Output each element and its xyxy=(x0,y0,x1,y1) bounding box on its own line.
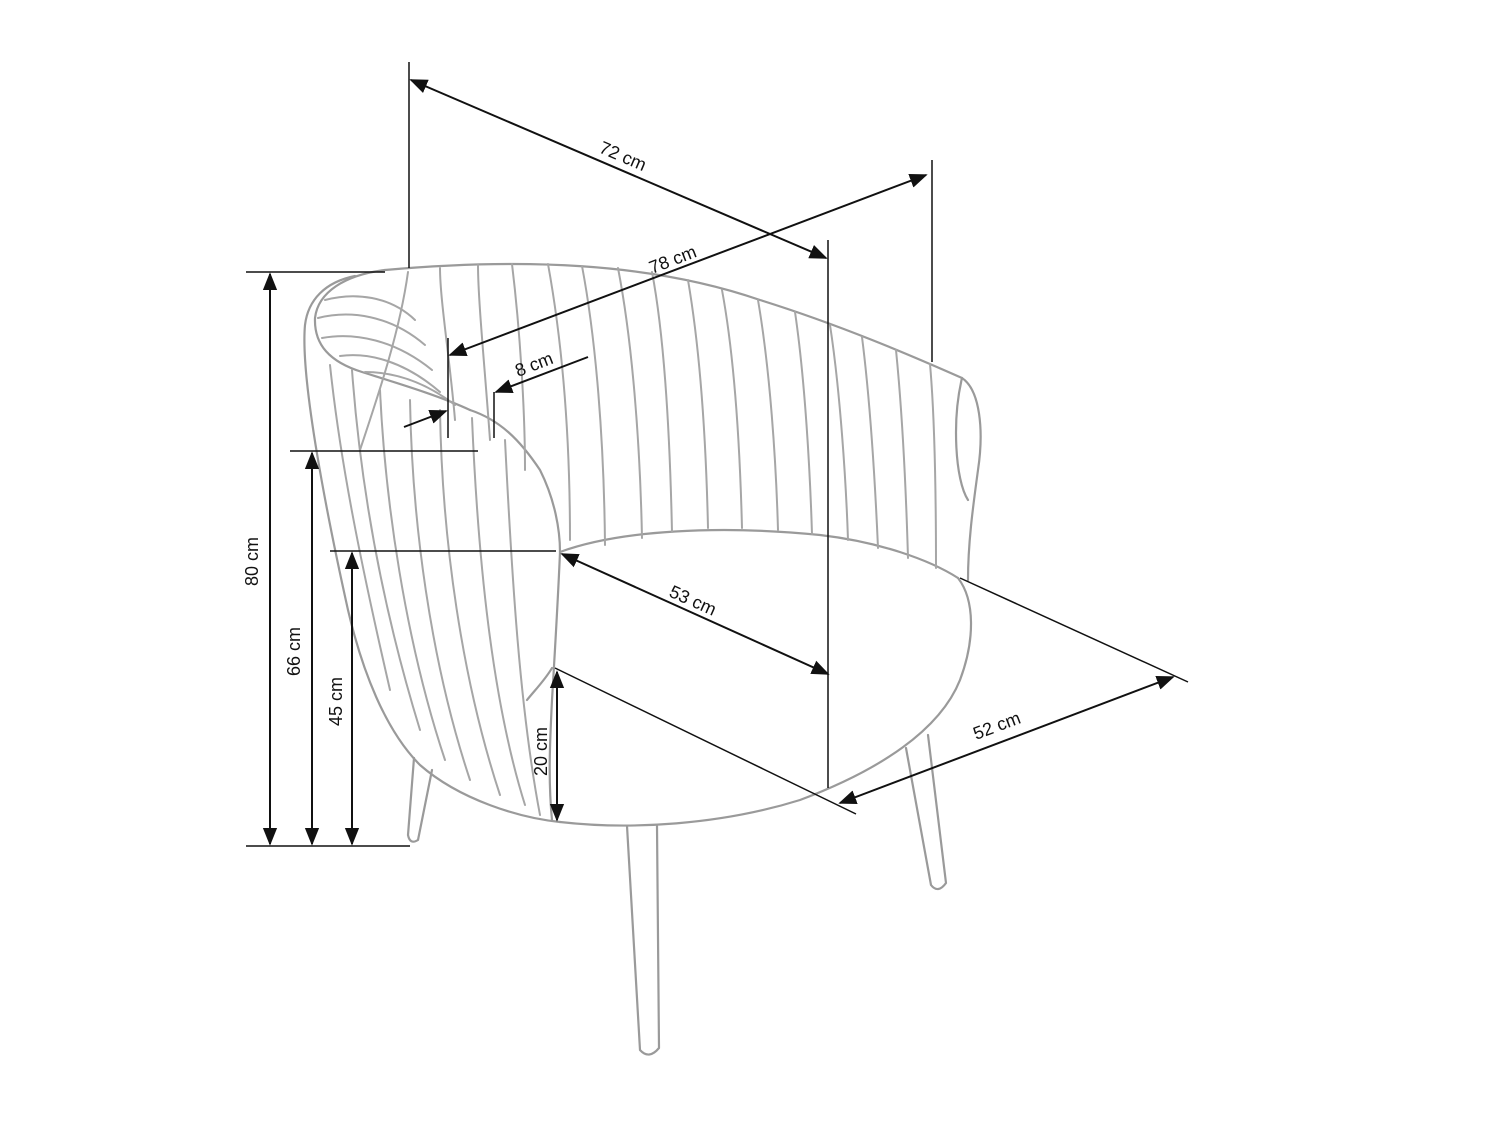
label-45cm: 45 cm xyxy=(326,677,346,726)
dim-seat-depth: 52 cm xyxy=(554,577,1189,815)
armchair-drawing xyxy=(303,262,982,1056)
backrest-right-end xyxy=(954,376,970,502)
armrest-front-roll xyxy=(468,408,562,554)
label-78cm: 78 cm xyxy=(646,241,699,277)
label-20cm: 20 cm xyxy=(531,727,551,776)
label-66cm: 66 cm xyxy=(284,627,304,676)
armrest-pleats xyxy=(317,295,456,406)
dim-seat-width: 53 cm xyxy=(560,553,830,675)
seat-cushion-front xyxy=(558,576,973,827)
outer-shell-pleats xyxy=(329,364,541,816)
backrest-inner-edge xyxy=(313,268,472,412)
front-leg xyxy=(625,824,661,1056)
dim-seat-height: 45 cm xyxy=(326,550,556,846)
seat-cushion-top xyxy=(558,529,960,580)
dim-armrest-height: 66 cm xyxy=(284,450,478,846)
back-right-leg xyxy=(904,733,948,891)
dim-total-height: 80 cm xyxy=(242,271,410,847)
dim-depth: 78 cm xyxy=(447,160,933,438)
label-80cm: 80 cm xyxy=(242,537,262,586)
dim-armrest-width: 8 cm xyxy=(403,348,589,438)
label-8cm: 8 cm xyxy=(512,348,556,381)
dim-leg-height: 20 cm xyxy=(531,670,565,822)
back-left-leg xyxy=(406,756,434,843)
armrest-lower-edge xyxy=(525,666,554,702)
label-52cm: 52 cm xyxy=(970,708,1023,744)
armrest-inner-edge xyxy=(548,550,562,822)
backrest-outer-shell xyxy=(383,262,982,582)
label-72cm: 72 cm xyxy=(596,137,649,175)
